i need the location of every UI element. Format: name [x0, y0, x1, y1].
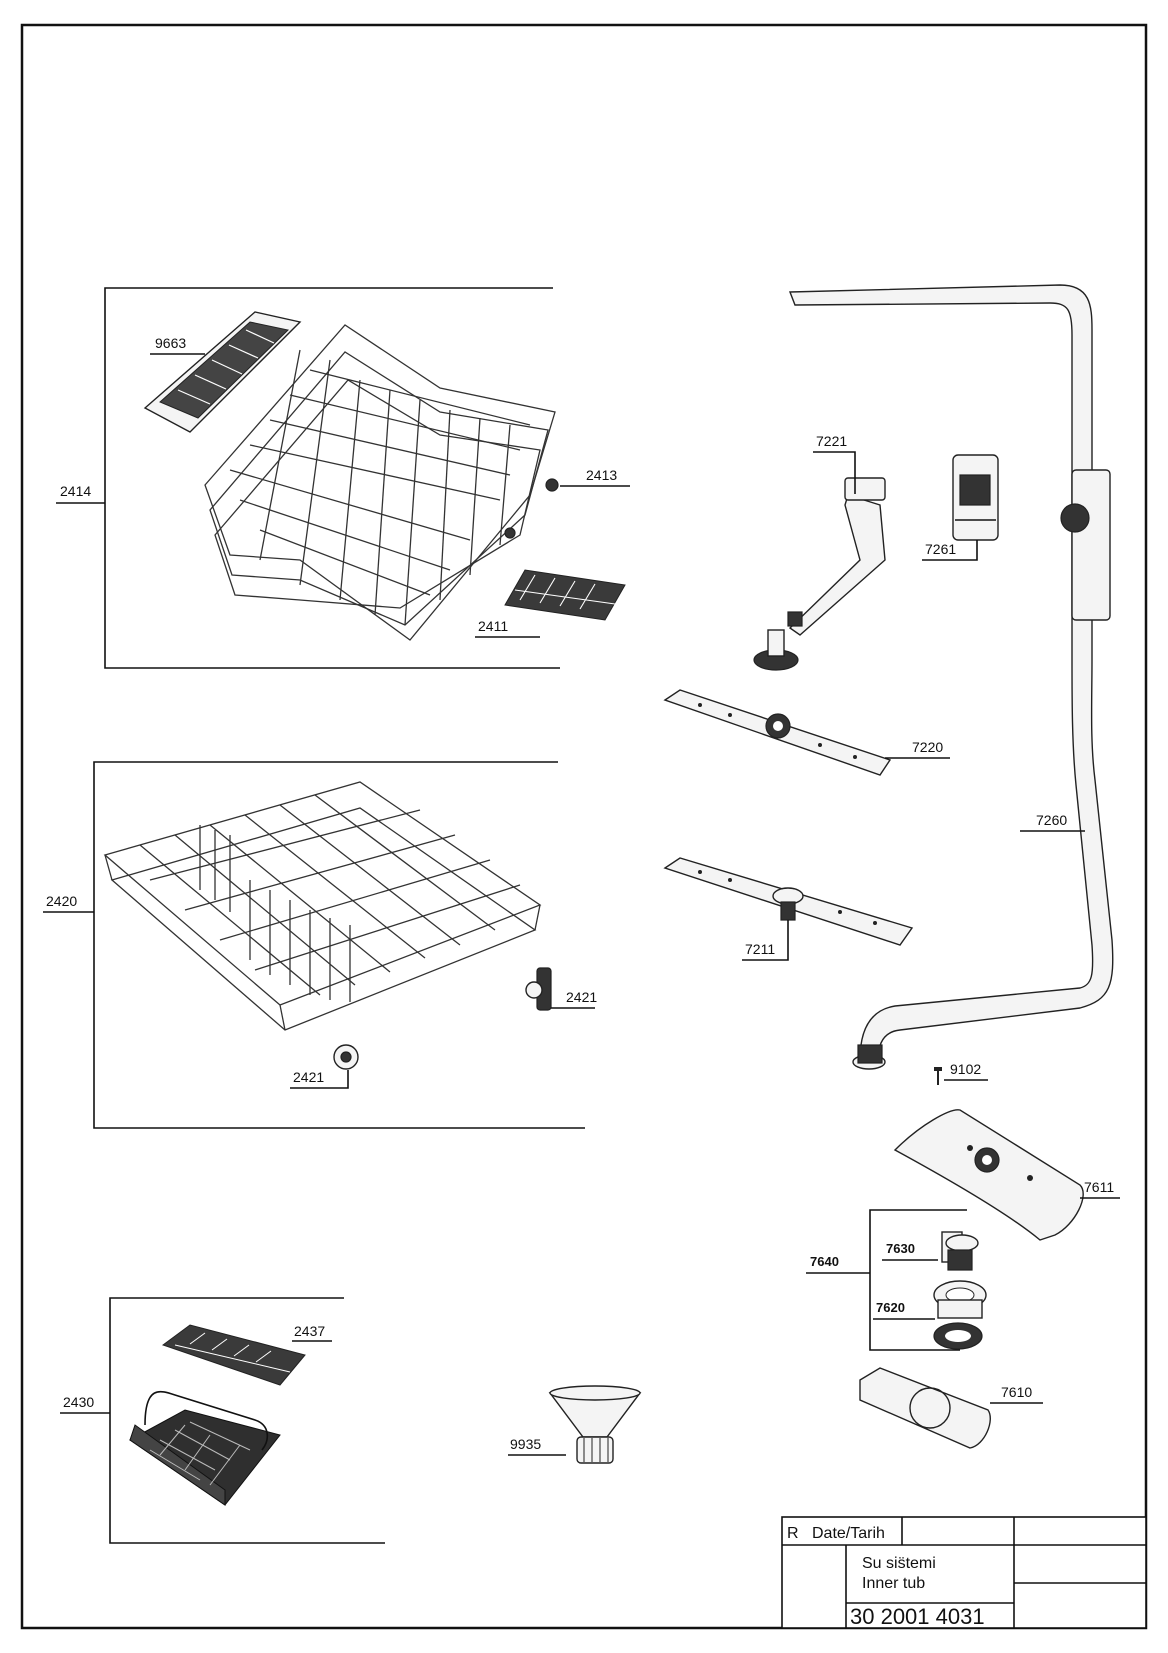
label-2421-bottom: 2421 [293, 1069, 324, 1085]
label-2414: 2414 [60, 483, 91, 499]
label-7620: 7620 [876, 1300, 905, 1315]
screw-9102 [934, 1067, 942, 1085]
title-block-title-en: Inner tub [862, 1575, 925, 1592]
label-2430: 2430 [63, 1394, 94, 1410]
title-block-date-label: Date/Tarih [812, 1525, 885, 1542]
lower-basket-group: 2420 2421 [43, 761, 597, 1129]
title-block: R Date/Tarih Su sis̈temi Inner tub 30 20… [781, 1516, 1147, 1629]
label-7220: 7220 [912, 739, 943, 755]
label-2420: 2420 [46, 893, 77, 909]
label-7640: 7640 [810, 1254, 839, 1269]
label-2413: 2413 [586, 467, 617, 483]
lower-basket-2420 [103, 781, 542, 1031]
upper-spray-arm-7220 [663, 689, 892, 776]
title-block-title-tr: Su sis̈temi [862, 1555, 936, 1572]
pipe-connector-7261 [952, 454, 999, 541]
spray-pipe-7221 [753, 477, 886, 671]
coarse-filter-7620 [933, 1280, 987, 1350]
drawing-frame [20, 23, 1148, 1630]
water-pipe-7260 [788, 284, 1114, 1070]
cutlery-basket-group: 2430 2437 [60, 1297, 385, 1544]
label-2437: 2437 [294, 1323, 325, 1339]
cutlery-lid-2437 [161, 1324, 306, 1386]
upper-basket-group: 2414 9663 [56, 287, 630, 669]
label-7261: 7261 [925, 541, 956, 557]
cutlery-shelf-9663 [143, 311, 302, 433]
label-9102: 9102 [950, 1061, 981, 1077]
lower-spray-arm-7211 [663, 857, 914, 946]
label-2421-right: 2421 [566, 989, 597, 1005]
label-2411: 2411 [478, 618, 508, 634]
upper-basket-2413 [204, 324, 559, 641]
label-9935: 9935 [510, 1436, 541, 1452]
label-7610: 7610 [1001, 1384, 1032, 1400]
label-7630: 7630 [886, 1241, 915, 1256]
basket-wheel-2421-bottom [333, 1044, 359, 1070]
label-7260: 7260 [1036, 812, 1067, 828]
title-block-drawing-number: 30 2001 4031 [850, 1604, 985, 1629]
micro-filter-7630 [941, 1231, 979, 1271]
flat-filter-7610 [859, 1367, 991, 1449]
cutlery-basket-body [129, 1390, 281, 1506]
label-7211: 7211 [745, 941, 775, 957]
label-7221: 7221 [816, 433, 847, 449]
label-9663: 9663 [155, 335, 186, 351]
salt-funnel-9935 [548, 1385, 642, 1464]
title-block-rev: R [787, 1525, 799, 1542]
filter-cover-7611 [893, 1109, 1084, 1241]
basket-wheel-2421-right [525, 967, 552, 1011]
cup-rack-2411 [504, 569, 626, 621]
label-7611: 7611 [1084, 1179, 1114, 1195]
